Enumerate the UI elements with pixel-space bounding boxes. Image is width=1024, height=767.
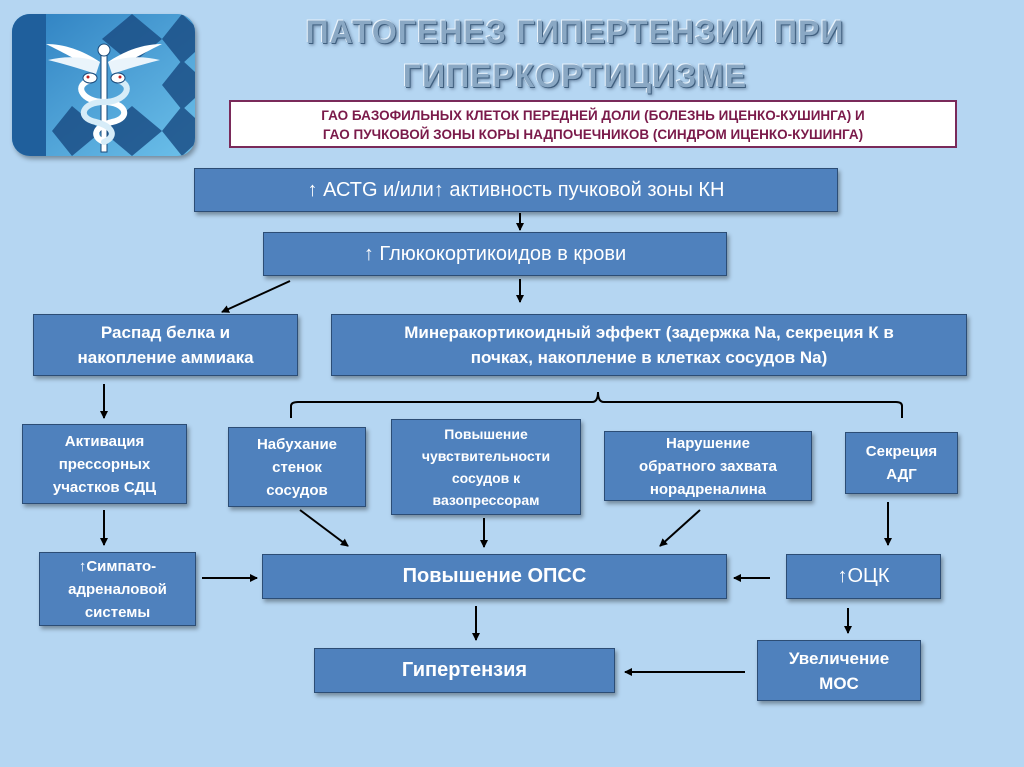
node-actg-label: ↑ АСТG и/или↑ активность пучковой зоны К… bbox=[307, 178, 725, 201]
node-actg: ↑ АСТG и/или↑ активность пучковой зоны К… bbox=[194, 168, 838, 212]
node-pressor: Активация прессорных участков СДЦ bbox=[22, 424, 187, 504]
node-mos: Увеличение МОС bbox=[757, 640, 921, 701]
node-mineralo-label: Минеракортикоидный эффект (задержка Na, … bbox=[404, 323, 894, 367]
subtitle-box: ГАО БАЗОФИЛЬНЫХ КЛЕТОК ПЕРЕДНЕЙ ДОЛИ (БО… bbox=[229, 100, 957, 148]
node-sympatho: ↑Симпато- адреналовой системы bbox=[39, 552, 196, 626]
arrow-swelling-to-opss bbox=[299, 509, 349, 547]
node-otsk: ↑ОЦК bbox=[786, 554, 941, 599]
node-glucocorticoids-label: ↑ Глюкокортикоидов в крови bbox=[363, 242, 627, 265]
node-swelling: Набухание стенок сосудов bbox=[228, 427, 366, 507]
caduceus-logo bbox=[12, 14, 195, 156]
node-opss: Повышение ОПСС bbox=[262, 554, 727, 599]
node-reuptake: Нарушение обратного захвата норадреналин… bbox=[604, 431, 812, 501]
node-mos-label: Увеличение МОС bbox=[788, 648, 890, 693]
arrow-reuptake-to-opss bbox=[659, 509, 701, 547]
node-adh: Секреция АДГ bbox=[845, 432, 958, 494]
caduceus-icon bbox=[12, 14, 195, 156]
node-opss-label: Повышение ОПСС bbox=[402, 565, 587, 587]
node-protein: Распад белка и накопление аммиака bbox=[33, 314, 298, 376]
node-swelling-label: Набухание стенок сосудов bbox=[256, 435, 338, 499]
node-sensitivity-label: Повышение чувствительности сосудов к ваз… bbox=[421, 426, 551, 508]
node-otsk-label: ↑ОЦК bbox=[837, 565, 890, 587]
node-reuptake-label: Нарушение обратного захвата норадреналин… bbox=[639, 434, 777, 498]
brace-connector bbox=[290, 391, 903, 418]
node-hypertension: Гипертензия bbox=[314, 648, 615, 693]
node-glucocorticoids: ↑ Глюкокортикоидов в крови bbox=[263, 232, 727, 276]
node-sympatho-label: ↑Симпато- адреналовой системы bbox=[68, 557, 167, 621]
node-pressor-label: Активация прессорных участков СДЦ bbox=[52, 432, 157, 496]
node-adh-label: Секреция АДГ bbox=[865, 443, 938, 483]
node-sensitivity: Повышение чувствительности сосудов к ваз… bbox=[391, 419, 581, 515]
arrow-gluco-to-protein bbox=[221, 280, 291, 313]
node-mineralo: Минеракортикоидный эффект (задержка Na, … bbox=[331, 314, 967, 376]
node-hypertension-label: Гипертензия bbox=[401, 659, 528, 681]
node-protein-label: Распад белка и накопление аммиака bbox=[77, 323, 254, 367]
page-title: ПАТОГЕНЕЗ ГИПЕРТЕНЗИИ ПРИ ГИПЕРКОРТИЦИЗМ… bbox=[305, 14, 845, 94]
